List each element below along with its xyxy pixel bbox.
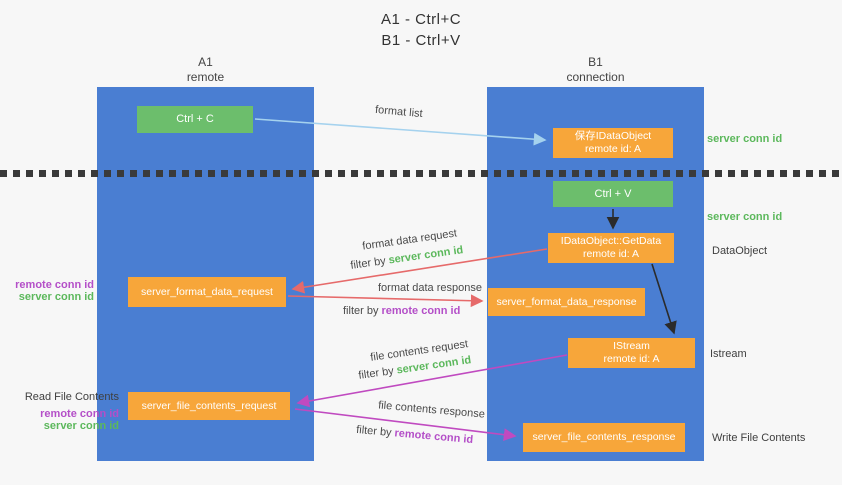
remote-conn-id-text: remote conn id xyxy=(381,305,461,317)
column-b-header: B1 connection xyxy=(487,55,704,85)
remote-conn-id-text: remote conn id xyxy=(15,279,94,291)
node-ctrl-c-label: Ctrl + C xyxy=(176,113,214,125)
node-save-idataobject: 保存IDataObject remote id: A xyxy=(553,128,673,158)
side-label-write-file-contents: Write File Contents xyxy=(712,432,806,444)
node-server-format-data-response: server_format_data_response xyxy=(488,288,645,316)
title-line-2: B1 - Ctrl+V xyxy=(381,32,461,49)
node-ctrl-v: Ctrl + V xyxy=(553,181,673,207)
side-label-read-file-contents-group: Read File Contents remote conn id server… xyxy=(0,391,119,432)
node-server-format-data-response-label: server_format_data_response xyxy=(496,295,637,308)
node-istream-line2: remote id: A xyxy=(603,353,660,365)
node-istream: IStream remote id: A xyxy=(568,338,695,368)
filter-by-text: filter by xyxy=(357,365,395,382)
arrow-format-data-response xyxy=(287,294,484,308)
node-server-file-contents-response-label: server_file_contents_response xyxy=(532,431,676,443)
node-idataobject-getdata-line1: IDataObject::GetData xyxy=(560,235,662,247)
column-a-subtitle: remote xyxy=(186,70,225,84)
filter-by-text: filter by xyxy=(349,255,387,272)
node-ctrl-v-label: Ctrl + V xyxy=(594,187,632,200)
node-server-file-contents-response: server_file_contents_response xyxy=(523,423,685,452)
filter-by-text: filter by xyxy=(343,305,379,317)
side-label-istream: Istream xyxy=(710,348,747,360)
node-server-file-contents-request: server_file_contents_request xyxy=(128,392,290,420)
read-file-contents-text: Read File Contents xyxy=(24,391,119,403)
filter-by-text: filter by xyxy=(355,423,393,439)
node-ctrl-c: Ctrl + C xyxy=(137,106,253,133)
label-file-contents-response: file contents response xyxy=(377,399,486,421)
node-server-file-contents-request-label: server_file_contents_request xyxy=(141,399,277,412)
side-label-server-conn-id-top: server conn id xyxy=(707,133,783,145)
node-save-idataobject-line1: 保存IDataObject xyxy=(574,130,652,142)
side-label-conn-ids-format: remote conn id server conn id xyxy=(0,279,94,303)
column-a-header: A1 remote xyxy=(97,55,314,85)
remote-conn-id-text: remote conn id xyxy=(394,427,474,447)
label-format-data-response: format data response xyxy=(378,282,482,294)
server-conn-id-text: server conn id xyxy=(43,420,119,432)
node-server-format-data-request: server_format_data_request xyxy=(128,277,286,307)
server-conn-id-text: server conn id xyxy=(18,291,94,303)
node-istream-line1: IStream xyxy=(613,340,650,352)
phase-divider-dotted-line xyxy=(0,170,842,177)
side-label-dataobject: DataObject xyxy=(712,245,768,257)
node-idataobject-getdata: IDataObject::GetData remote id: A xyxy=(548,233,674,263)
column-b-subtitle: connection xyxy=(566,70,625,84)
title-line-1: A1 - Ctrl+C xyxy=(380,11,462,28)
node-idataobject-getdata-line2: remote id: A xyxy=(582,248,640,260)
remote-conn-id-text: remote conn id xyxy=(40,408,119,420)
node-server-format-data-request-label: server_format_data_request xyxy=(141,285,273,298)
node-save-idataobject-line2: remote id: A xyxy=(584,143,642,155)
side-label-server-conn-id-mid: server conn id xyxy=(707,211,783,223)
column-a-name: A1 xyxy=(198,55,213,69)
column-b-name: B1 xyxy=(588,55,603,69)
label-format-list: format list xyxy=(374,103,424,121)
diagram-title: A1 - Ctrl+C B1 - Ctrl+V xyxy=(0,9,842,51)
